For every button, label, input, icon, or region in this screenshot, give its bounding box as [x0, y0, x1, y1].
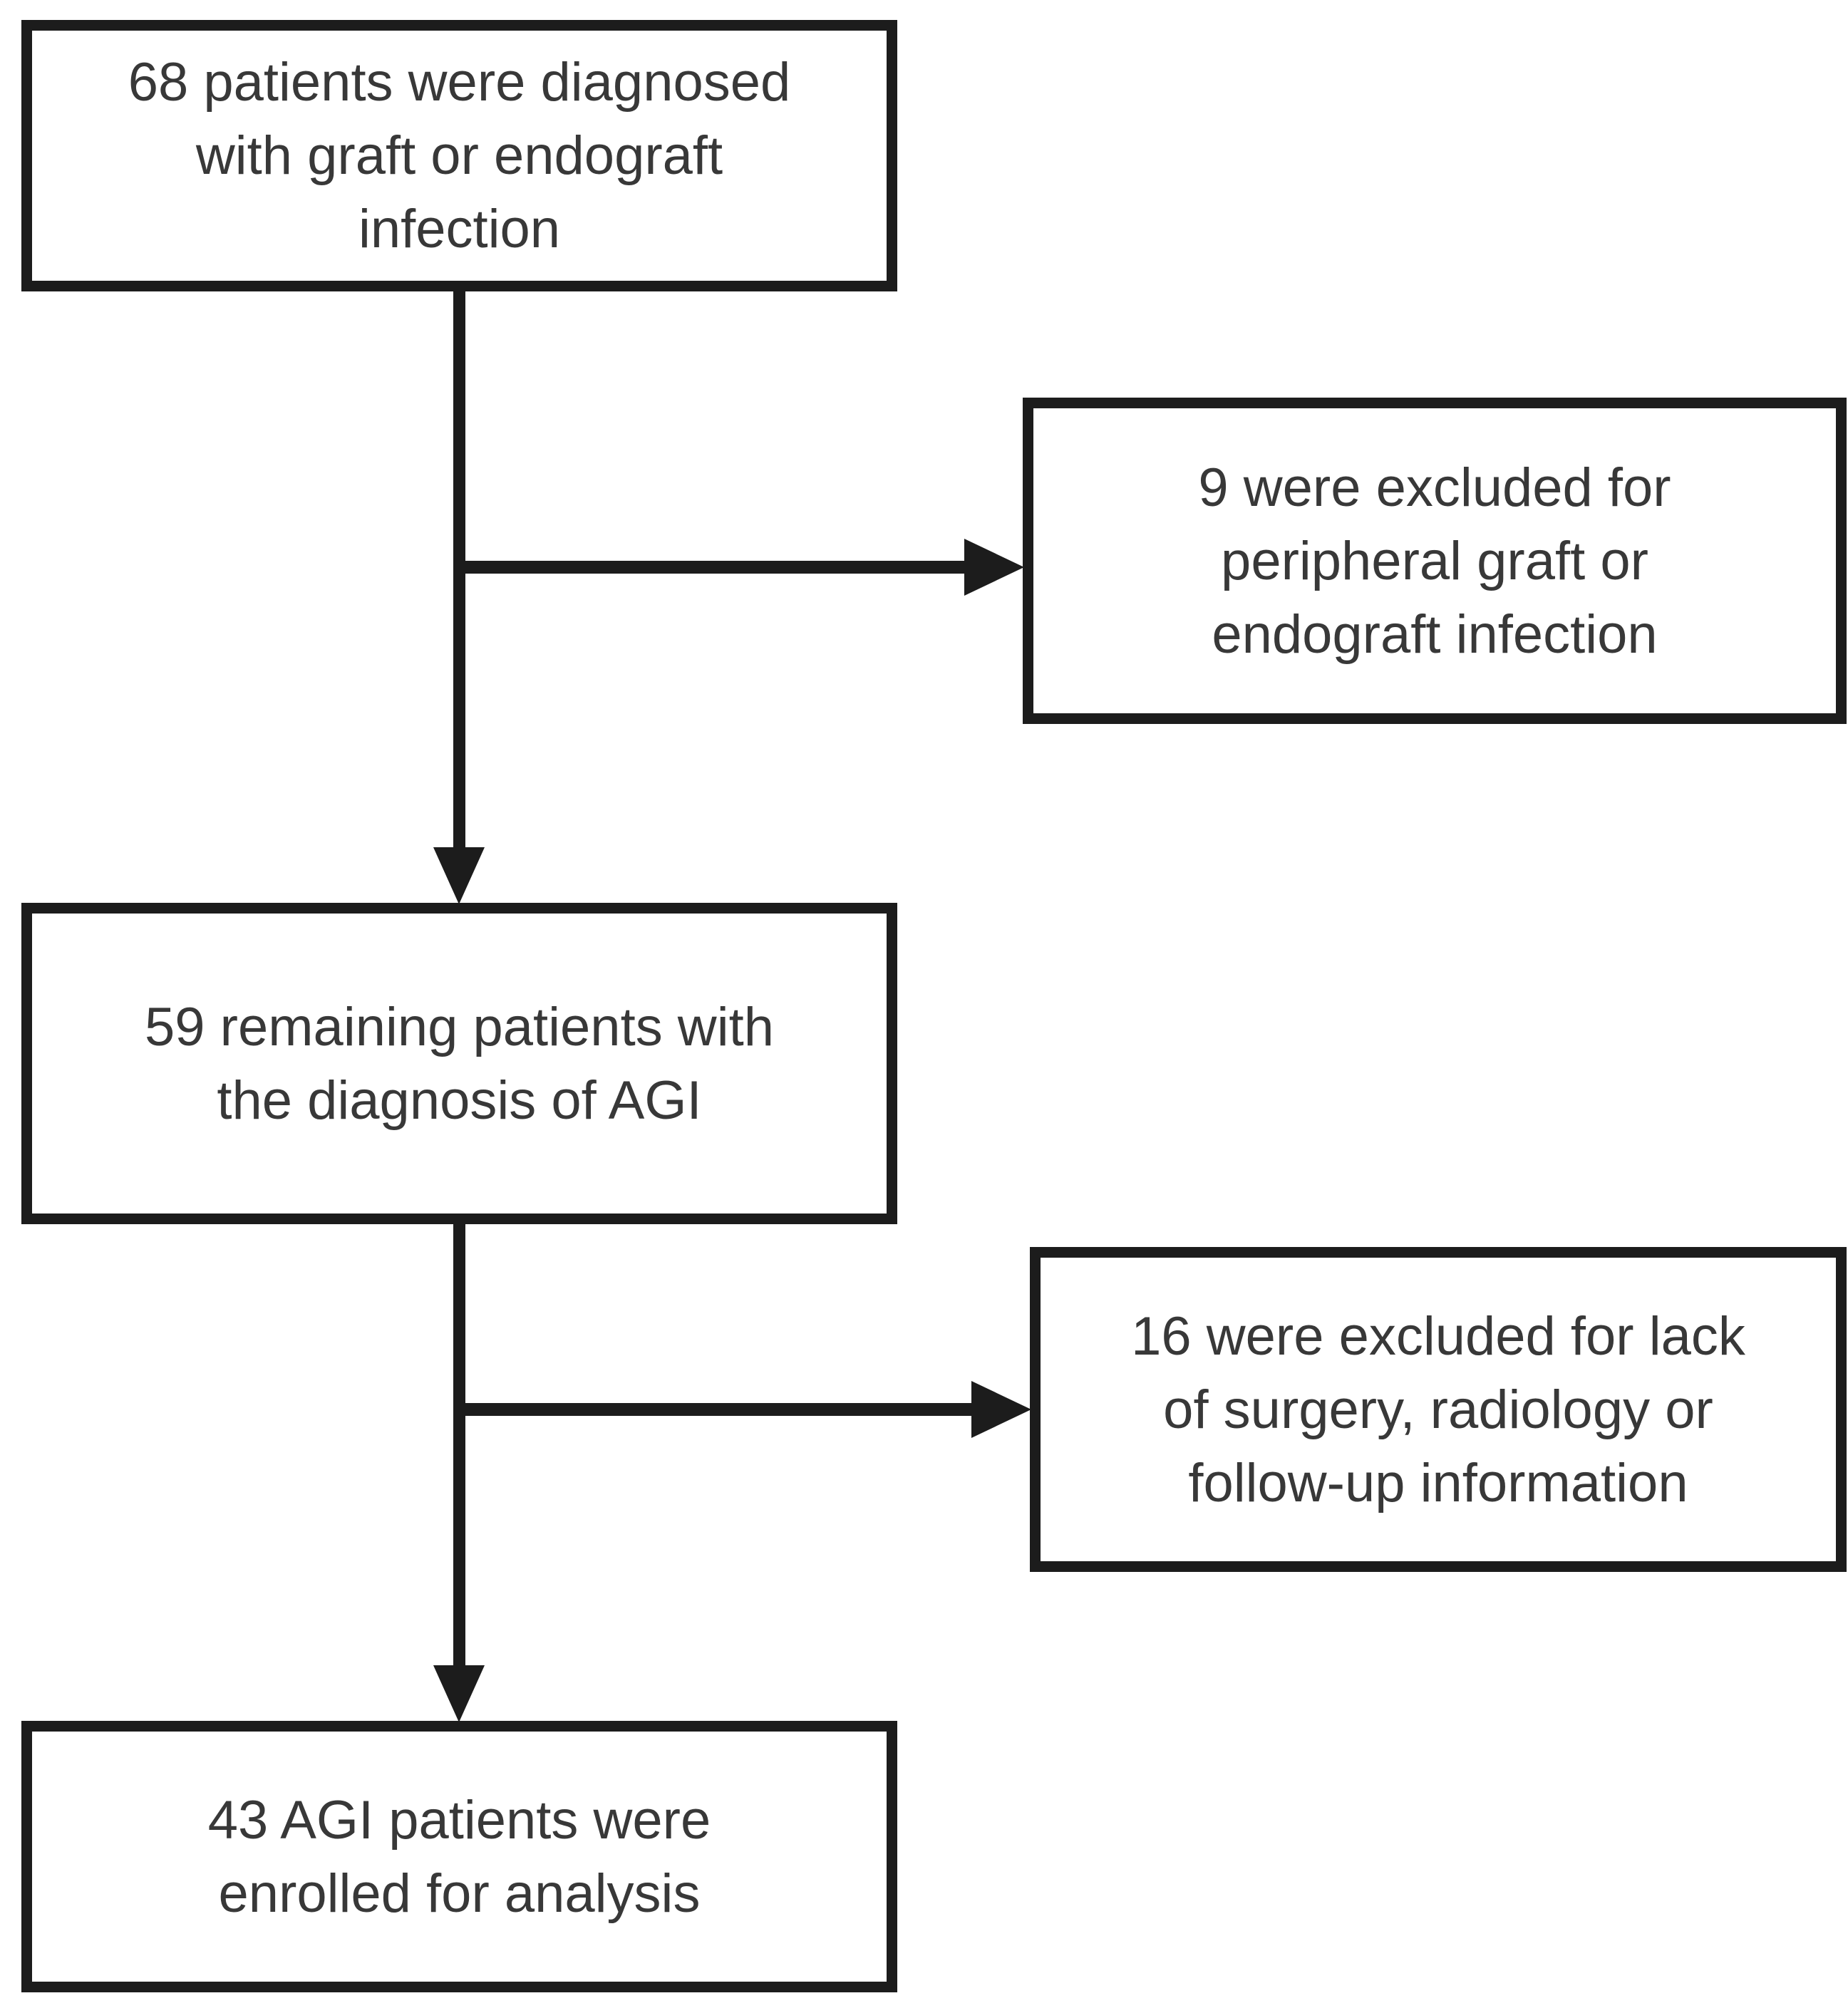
node-enrolled: 43 AGI patients were enrolled for analys…: [21, 1721, 897, 1992]
connector-branch-1: [459, 561, 966, 574]
down-arrowhead-icon: [433, 847, 485, 904]
node-excluded-peripheral-label: 9 were excluded for peripheral graft or …: [1198, 457, 1671, 665]
connector-vertical-2: [453, 1221, 465, 1667]
node-remaining-agi-label: 59 remaining patients with the diagnosis…: [145, 996, 774, 1131]
right-arrowhead-icon: [971, 1381, 1031, 1438]
node-diagnosed-label: 68 patients were diagnosed with graft or…: [128, 52, 791, 259]
right-arrowhead-icon: [964, 539, 1024, 596]
node-excluded-lack-info: 16 were excluded for lack of surgery, ra…: [1030, 1247, 1847, 1572]
node-enrolled-label: 43 AGI patients were enrolled for analys…: [207, 1789, 711, 1924]
node-excluded-peripheral: 9 were excluded for peripheral graft or …: [1023, 398, 1847, 724]
connector-branch-2: [459, 1403, 974, 1416]
node-remaining-agi: 59 remaining patients with the diagnosis…: [21, 903, 897, 1224]
down-arrowhead-icon: [433, 1665, 485, 1722]
node-diagnosed: 68 patients were diagnosed with graft or…: [21, 20, 897, 291]
node-excluded-lack-info-label: 16 were excluded for lack of surgery, ra…: [1131, 1305, 1745, 1513]
